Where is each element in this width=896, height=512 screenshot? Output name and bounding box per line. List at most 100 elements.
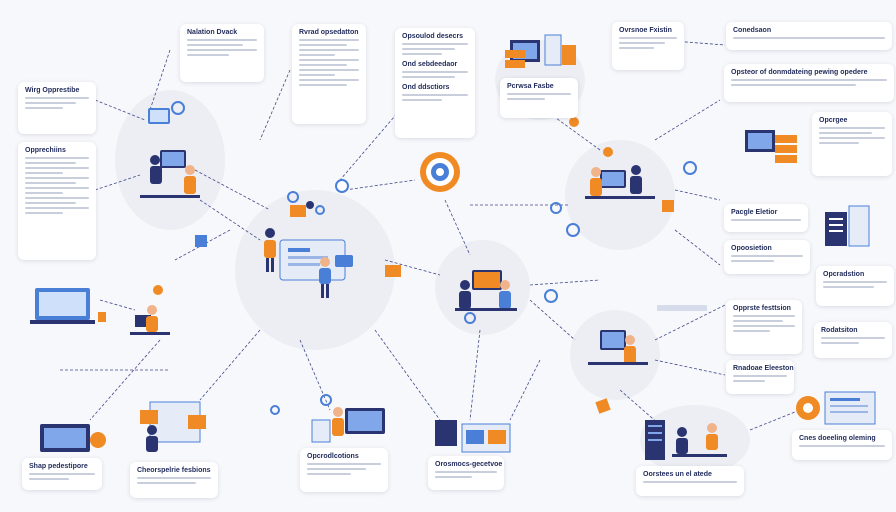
gear-icon xyxy=(90,432,106,448)
person-icon xyxy=(460,280,470,290)
person-icon xyxy=(500,280,510,290)
scene-bottom-team xyxy=(140,401,206,452)
scene-bottom-worker xyxy=(311,394,385,443)
gear-icon xyxy=(335,179,349,193)
person-icon xyxy=(677,427,687,437)
connector xyxy=(619,389,661,426)
gear-icon xyxy=(464,312,476,324)
card-title: Ovrsnoe Fxistin xyxy=(619,27,672,34)
monitor-icon xyxy=(435,420,457,446)
card-title: Wirg Opprestibe xyxy=(25,87,80,94)
gear-icon xyxy=(287,191,299,203)
connector xyxy=(339,109,401,181)
connector xyxy=(444,199,471,256)
scene-right-desk xyxy=(588,330,648,414)
card-subtitle: Ond ddsctiors xyxy=(402,84,450,91)
info-card: Cheorspelrie fesbions xyxy=(130,462,218,498)
lightbulb-icon xyxy=(569,117,579,127)
info-card: Rnadoae Eleeston xyxy=(726,360,794,394)
info-card: Pcrwsa Fasbe xyxy=(500,78,578,118)
gear-icon xyxy=(171,101,185,115)
card-title: Opprechiins xyxy=(25,147,66,154)
info-card: Rvrad opsedatton xyxy=(292,24,366,124)
blob-right-low xyxy=(570,310,660,400)
info-card: Wirg Opprestibe xyxy=(18,82,96,134)
card-title: Opcrgee xyxy=(819,117,848,124)
info-card: Shap pedestipore xyxy=(22,458,102,490)
person-icon xyxy=(150,155,160,165)
connector xyxy=(469,329,481,421)
connector xyxy=(674,189,721,201)
blob-right xyxy=(565,140,675,250)
person-icon xyxy=(591,167,601,177)
scene-top-books xyxy=(505,34,576,68)
scene-document xyxy=(825,205,870,247)
info-card: Opsteor of donmdateing pewing opedere xyxy=(724,64,894,102)
card-title: Opsteor of donmdateing pewing opedere xyxy=(731,69,868,76)
person-icon xyxy=(625,335,635,345)
person-icon xyxy=(147,305,157,315)
gear-icon xyxy=(270,405,280,415)
connector xyxy=(654,304,726,341)
scene-team-left xyxy=(140,150,200,198)
card-title: Cnes doeeling oleming xyxy=(799,435,876,442)
connector xyxy=(374,329,441,421)
document-icon xyxy=(825,212,847,246)
lightbulb-icon xyxy=(603,147,613,157)
connector xyxy=(529,279,601,286)
gear-icon xyxy=(320,394,332,406)
info-card: Nalation Dvack xyxy=(180,24,264,82)
scene-right-docs xyxy=(745,130,797,163)
person-icon xyxy=(185,165,195,175)
small-decorations xyxy=(195,200,707,415)
info-card: Opsoulod desecrs Ond sebdeedaor Ond ddsc… xyxy=(395,28,475,138)
gear-icon xyxy=(683,161,697,175)
connector xyxy=(509,359,541,421)
card-title: Pcrwsa Fasbe xyxy=(507,83,554,90)
card-title: Pacgle Eletior xyxy=(731,209,778,216)
scene-target xyxy=(335,152,460,193)
scene-left-worker xyxy=(130,285,170,335)
scene-gear-doc xyxy=(796,391,876,425)
card-subtitle: Ond sebdeedaor xyxy=(402,61,458,68)
connector-lines xyxy=(60,39,801,431)
card-title: Conedsaon xyxy=(733,27,772,34)
document-icon xyxy=(824,391,876,425)
card-title: Opsoulod desecrs xyxy=(402,33,464,40)
info-card: Opprechiins xyxy=(18,142,96,260)
card-title: Orosmocs-gecetvoe xyxy=(435,461,503,468)
connector xyxy=(199,199,261,241)
info-card: Opprste festtsion xyxy=(726,300,802,354)
scene-left-laptop xyxy=(30,288,106,324)
info-card: Cnes doeeling oleming xyxy=(792,430,892,460)
info-card: Opcradstion xyxy=(816,266,894,306)
person-icon xyxy=(147,425,157,435)
connector xyxy=(674,229,721,266)
card-title: Cheorspelrie fesbions xyxy=(137,467,211,474)
card-title: Nalation Dvack xyxy=(187,29,238,36)
person-icon xyxy=(707,423,717,433)
scene-bottom-server xyxy=(645,420,727,460)
info-card: Conedsaon xyxy=(726,22,892,50)
connector xyxy=(299,339,331,411)
connector xyxy=(749,409,801,431)
connector xyxy=(149,49,171,111)
info-card: Ovrsnoe Fxistin xyxy=(612,22,684,70)
info-card: Orosmocs-gecetvoe xyxy=(428,456,504,490)
gear-icon xyxy=(566,223,580,237)
connector xyxy=(89,339,161,421)
gear-icon xyxy=(550,202,562,214)
card-title: Opcrodlcotions xyxy=(307,453,359,460)
scene-monitor-left xyxy=(148,101,185,124)
connector xyxy=(194,169,271,211)
person-icon xyxy=(265,228,275,238)
card-title: Shap pedestipore xyxy=(29,463,88,470)
connector xyxy=(384,259,441,276)
connector xyxy=(94,174,141,191)
info-card: Opoosietion xyxy=(724,240,810,274)
person-icon xyxy=(320,257,330,267)
info-card: Oorstees un el atede xyxy=(636,466,744,496)
card-title: Rodatsiton xyxy=(821,327,858,334)
info-card: Rodatsiton xyxy=(814,322,892,358)
